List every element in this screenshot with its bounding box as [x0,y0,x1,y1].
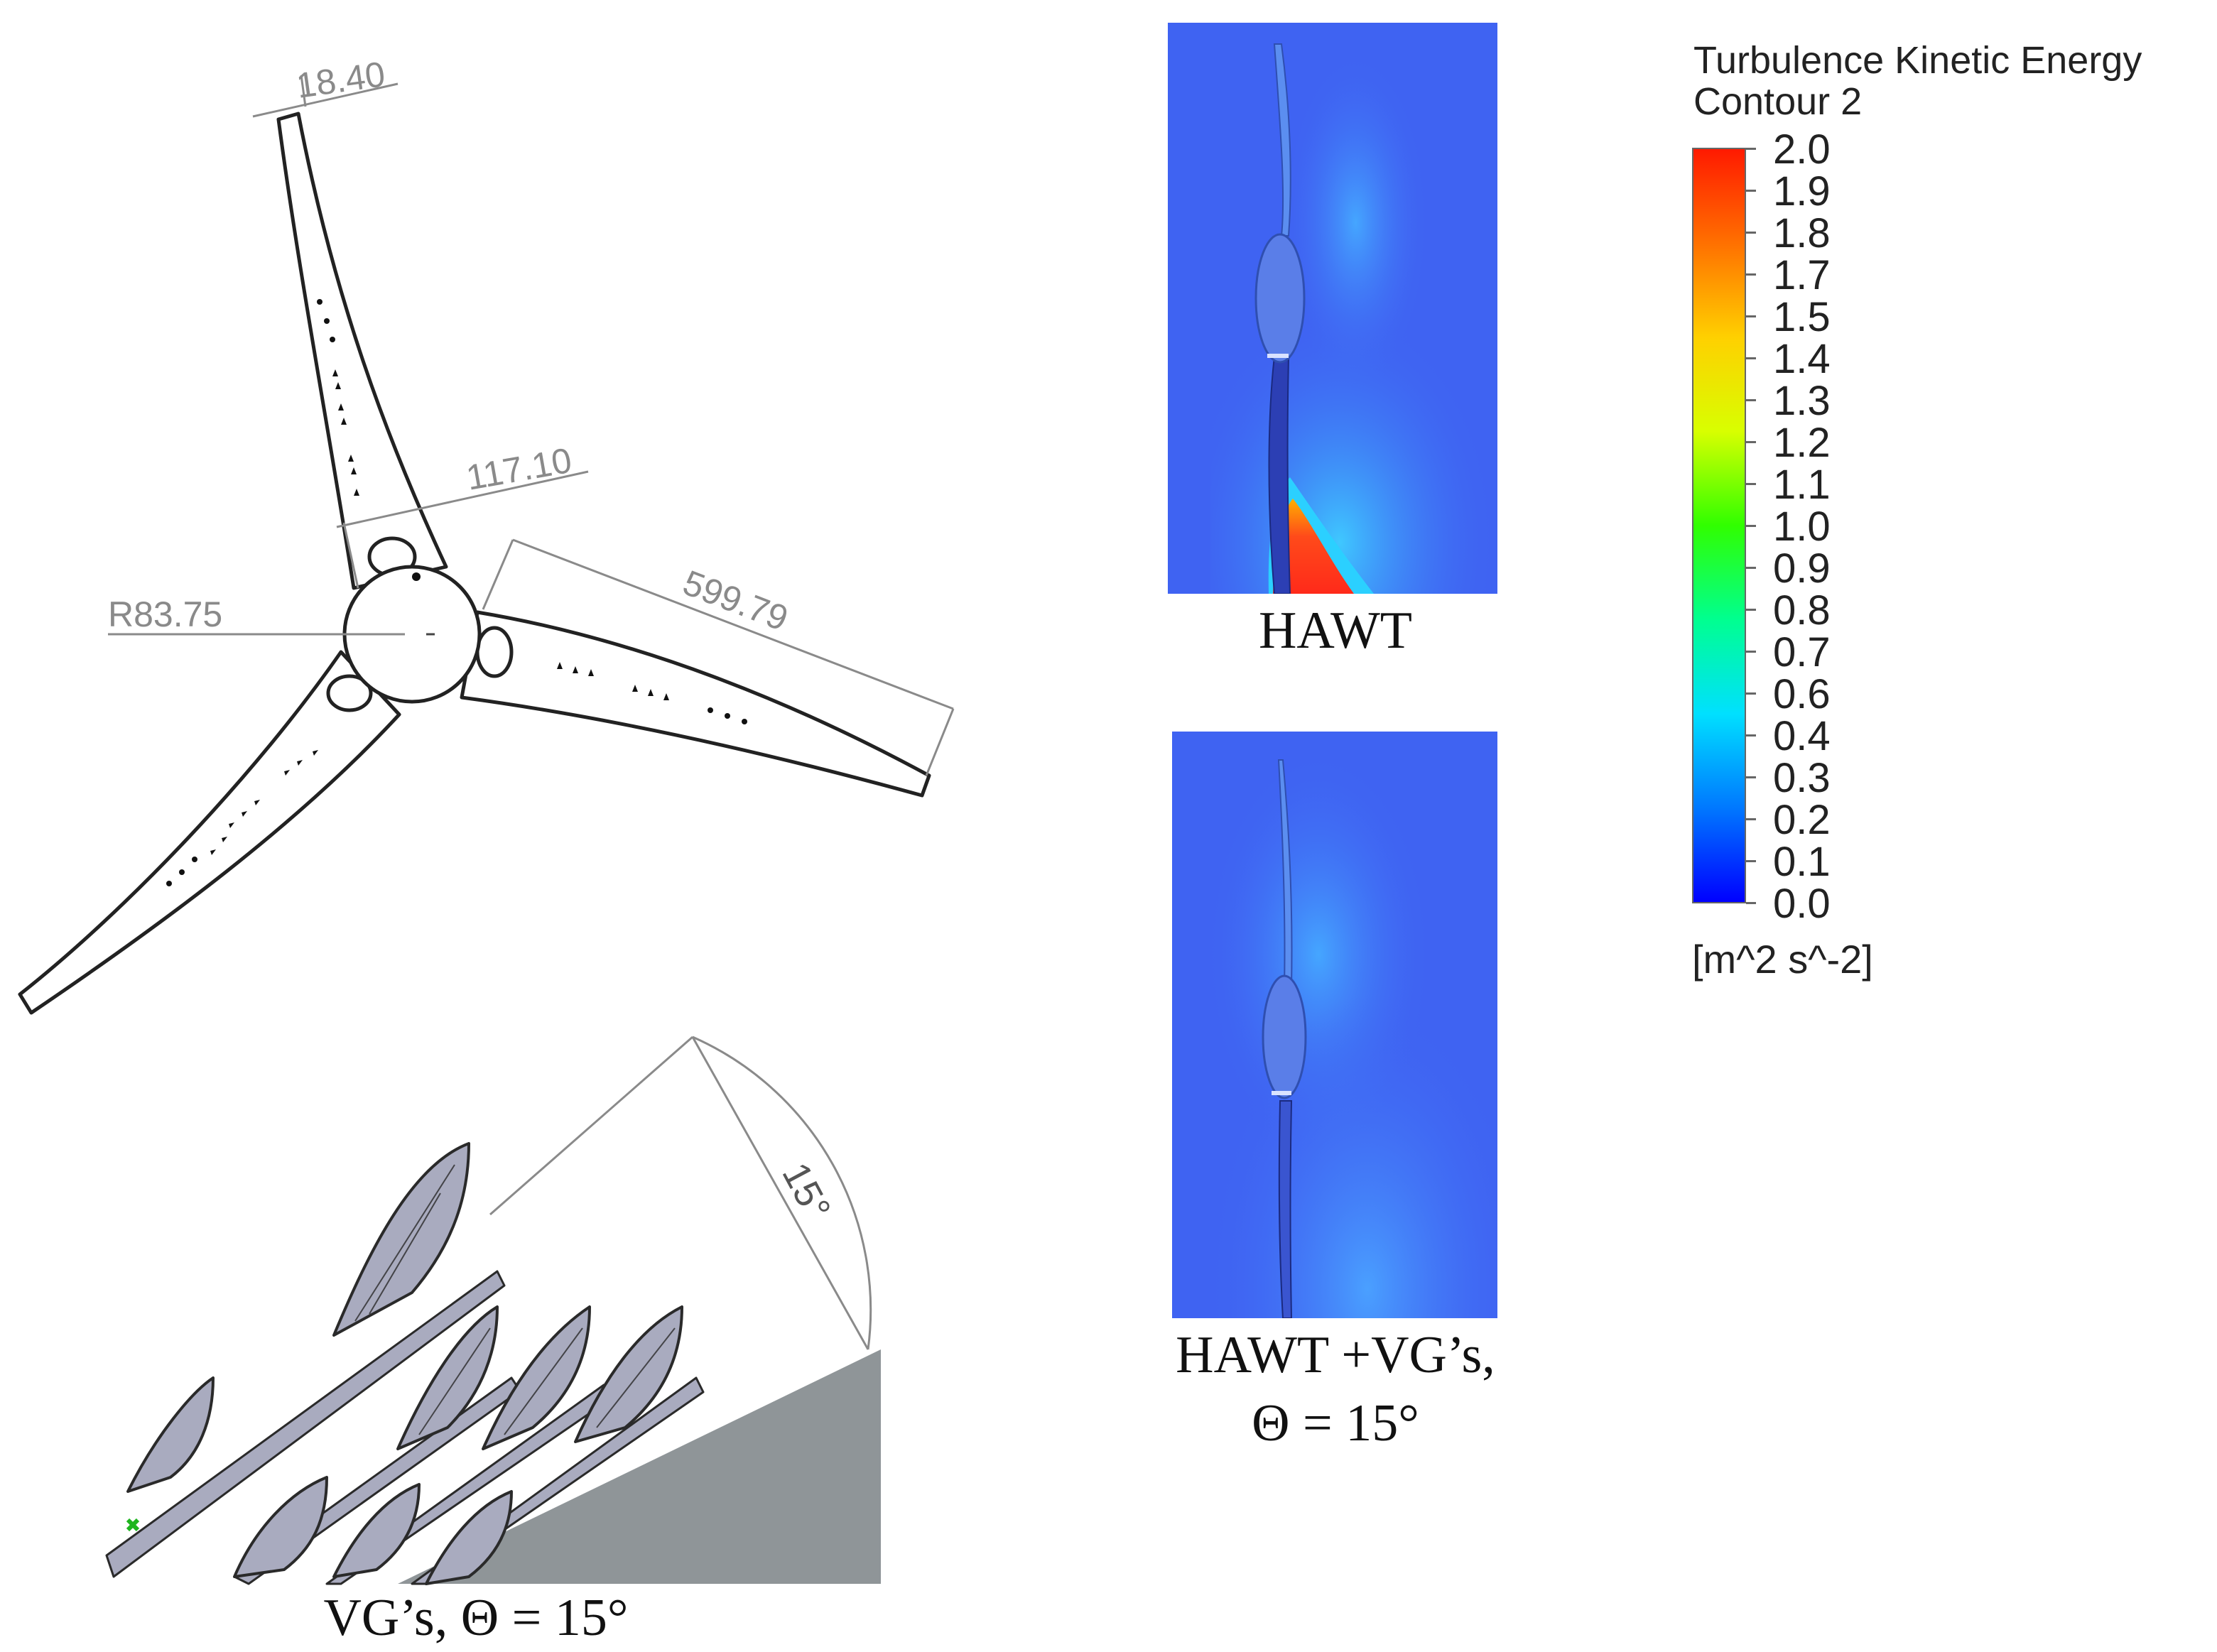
colorbar-tick-mark [1746,357,1756,359]
legend-subtitle: Contour 2 [1693,80,1863,123]
legend-title: Turbulence Kinetic Energy [1693,39,2142,82]
colorbar-tick-label: 1.9 [1773,168,1831,214]
colorbar-tick-label: 0.4 [1773,713,1831,759]
blade-surface [398,1349,881,1584]
colorbar-tick-label: 1.0 [1773,504,1831,550]
colorbar-tick-label: 1.2 [1773,420,1831,466]
dim-tip-chord: 18.40 [294,54,388,106]
colorbar-tick-label: 1.1 [1773,462,1831,508]
turbine-blade-right [460,610,931,798]
contour-hawt [1168,23,1497,594]
vg-fin [482,1305,591,1450]
colorbar-tick-label: 0.1 [1773,839,1831,885]
colorbar-tick-label: 1.7 [1773,252,1831,298]
hub-bump [326,674,373,712]
colorbar-tick-mark [1746,441,1756,443]
colorbar-tick-mark [1746,273,1756,276]
colorbar-tick-mark [1746,609,1756,611]
vg-fin [126,1376,215,1493]
dim-hub-radius: R83.75 [108,594,222,634]
colorbar-tick-mark [1746,399,1756,401]
vg-fin [233,1476,328,1578]
colorbar-tick-label: 0.2 [1773,797,1831,843]
vg-fin [332,1483,421,1578]
caption-hawt-vg-line2: Θ = 15° [1252,1394,1419,1452]
dim-blade-length: 599.79 [678,563,793,638]
colorbar-tick-mark [1746,860,1756,862]
vg-detail-render: 15° [102,1036,881,1585]
vg-fin [332,1142,470,1337]
colorbar-tick-mark [1746,567,1756,569]
colorbar-tick-label: 0.6 [1773,671,1831,717]
dim-root-length: 117.10 [463,440,575,498]
colorbar-tick-mark [1746,902,1756,904]
colorbar-tick-label: 0.8 [1773,587,1831,634]
colorbar-tick-mark [1746,190,1756,192]
colorbar-tick-label: 1.3 [1773,378,1831,424]
vg-fin [574,1305,683,1443]
legend-units: [m^2 s^-2] [1692,937,1873,982]
vg-fin [396,1305,499,1450]
colorbar-tick-mark [1746,818,1756,820]
turbine-dimension-drawing: 18.40 117.10 R83.75 599.79 [18,54,955,1015]
colorbar-tick-label: 0.3 [1773,755,1831,801]
colorbar-tick-mark [1746,734,1756,737]
colorbar-tick-mark [1746,232,1756,234]
colorbar-tick-label: 1.8 [1773,210,1831,256]
colorbar-tick-mark [1746,148,1756,150]
caption-hawt: HAWT [1258,602,1412,660]
colorbar [1692,148,1746,903]
dim-vg-angle: 15° [774,1156,838,1227]
colorbar-tick-label: 1.5 [1773,294,1831,340]
caption-hawt-vg-line1: HAWT +VG’s, [1176,1326,1495,1384]
colorbar-tick-mark [1746,651,1756,653]
turbine-blade-left [18,650,401,1015]
colorbar-tick-mark [1746,483,1756,485]
vg-fin [425,1490,513,1585]
caption-vg-detail: VG’s, Θ = 15° [323,1589,629,1647]
colorbar-tick-label: 2.0 [1773,126,1831,173]
hub-bump [475,626,514,678]
colorbar-tick-label: 0.0 [1773,881,1831,927]
colorbar-tick-mark [1746,776,1756,778]
colorbar-tick-mark [1746,315,1756,317]
colorbar-tick-mark [1746,525,1756,527]
turbine-blade-upper [276,112,448,590]
colorbar-tick-label: 0.9 [1773,545,1831,592]
vg-markers [166,299,747,886]
contour-hawt-vg [1172,732,1497,1318]
colorbar-tick-mark [1746,692,1756,695]
nacelle [1254,233,1306,364]
colorbar-tick-label: 0.7 [1773,629,1831,675]
colorbar-tick-label: 1.4 [1773,336,1831,382]
